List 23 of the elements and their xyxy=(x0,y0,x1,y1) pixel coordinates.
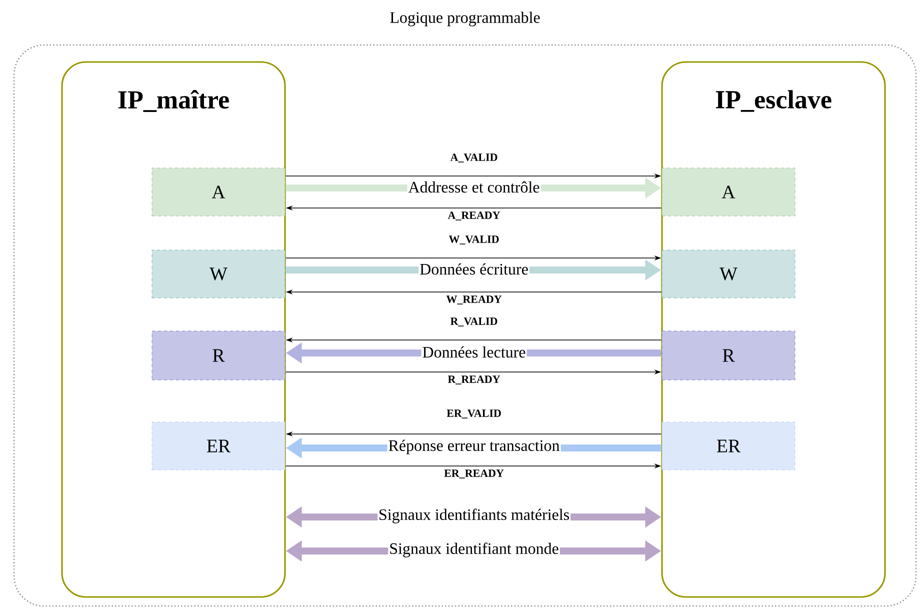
signal-label: A_VALID xyxy=(449,152,499,164)
channel-box: W xyxy=(152,250,286,298)
flow-label: Addresse et contrôle xyxy=(407,180,541,194)
channel-box: W xyxy=(662,250,796,298)
node-label: Logique programmable xyxy=(390,12,540,26)
channel-box: ER xyxy=(152,422,286,470)
channel-box: A xyxy=(662,168,796,216)
signal-label: A_READY xyxy=(446,210,502,222)
channel-box: R xyxy=(662,330,796,380)
signal-label: ER_VALID xyxy=(446,408,502,420)
flow-label: Signaux identifiants matériels xyxy=(377,508,571,524)
channel-box: R xyxy=(152,330,286,380)
channel-box: A xyxy=(152,168,286,216)
signal-label: R_VALID xyxy=(449,316,499,328)
signal-label: W_READY xyxy=(445,294,503,306)
flow-label: Données lecture xyxy=(421,345,527,359)
signal-label: W_VALID xyxy=(448,234,500,246)
flow-label: Données écriture xyxy=(418,262,530,276)
flow-label: Signaux identifiant monde xyxy=(388,542,560,558)
flow-label: Réponse erreur transaction xyxy=(387,438,561,456)
signal-label: ER_READY xyxy=(443,468,505,480)
signal-label: R_READY xyxy=(446,374,502,386)
channel-box: ER xyxy=(662,422,796,470)
